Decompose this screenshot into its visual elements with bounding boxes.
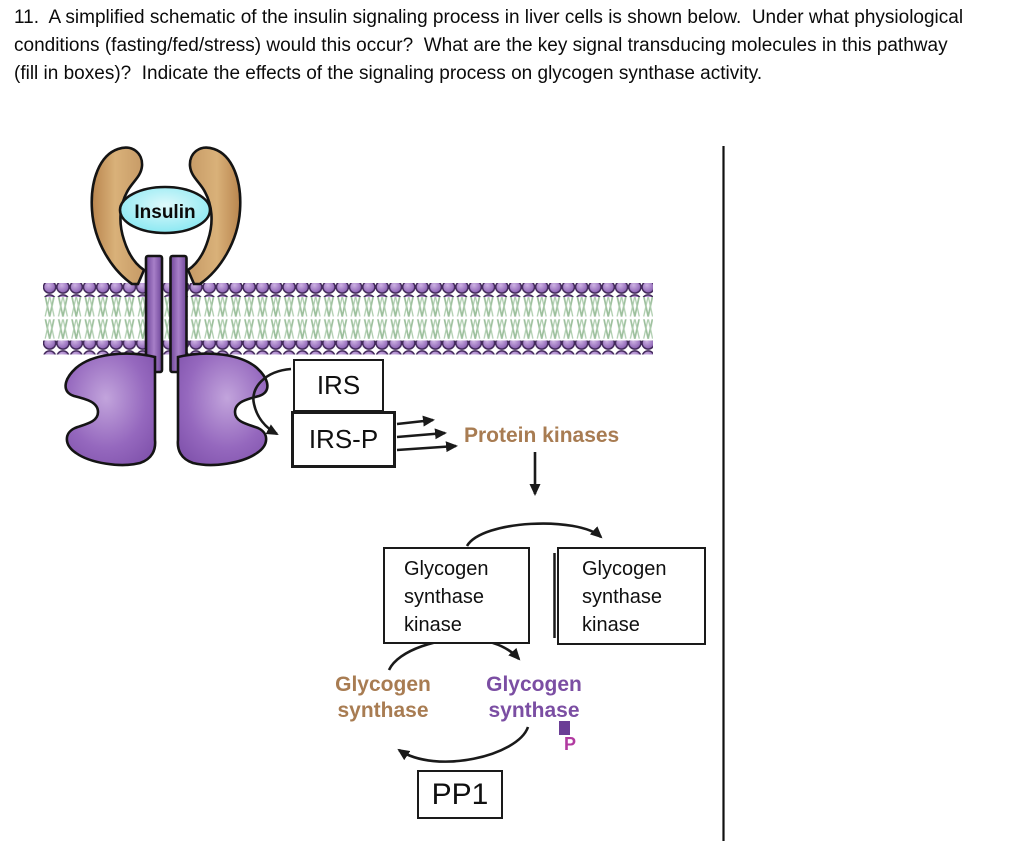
arrow-gs-dephosphorylation: [397, 726, 530, 763]
membrane-heads-bottom: [43, 340, 653, 355]
phosphate-label: P: [564, 734, 577, 754]
arrow-irsp-signal-2: [396, 428, 447, 440]
irs-box[interactable]: IRS: [293, 359, 384, 412]
arrow-irsp-signal-1: [396, 415, 435, 427]
gsk-right-label: Glycogen synthase kinase: [582, 558, 667, 636]
receptor-kinase-lobe-left: [64, 352, 157, 467]
glycogen-synthase-phospho-label: Glycogen synthase: [486, 673, 582, 722]
glycogen-synthase-kinase-box-right[interactable]: Glycogen synthase kinase: [557, 547, 706, 645]
gsk-left-label: Glycogen synthase kinase: [404, 558, 489, 636]
insulin-receptor: Insulin: [64, 146, 269, 467]
membrane-heads-top: [43, 283, 653, 297]
arrow-irsp-signal-3: [396, 441, 458, 453]
glycogen-synthase-kinase-box-left[interactable]: Glycogen synthase kinase: [383, 547, 530, 644]
glycogen-synthase-active-label: Glycogen synthase: [335, 673, 431, 722]
insulin-ligand: [118, 185, 212, 235]
question-text: 11. A simplified schematic of the insuli…: [14, 7, 969, 84]
irs-p-label: IRS-P: [308, 424, 379, 454]
membrane-tails-bottom: [43, 318, 653, 341]
phosphate-square-icon: [559, 721, 570, 735]
pp1-box[interactable]: PP1: [417, 770, 503, 819]
receptor-kinase-lobe-right: [176, 352, 269, 467]
membrane-tails-top: [43, 296, 653, 319]
insulin-label: Insulin: [134, 202, 195, 223]
arrow-irs-to-irsp: [252, 367, 292, 436]
pathway-arrows: [252, 367, 603, 763]
cell-membrane: [43, 283, 653, 355]
irs-label: IRS: [316, 370, 361, 400]
arrow-gsk-cycle-top: [465, 522, 603, 547]
pp1-label: PP1: [431, 777, 489, 811]
irs-p-box[interactable]: IRS-P: [291, 411, 396, 468]
protein-kinases-label: Protein kinases: [464, 424, 620, 447]
